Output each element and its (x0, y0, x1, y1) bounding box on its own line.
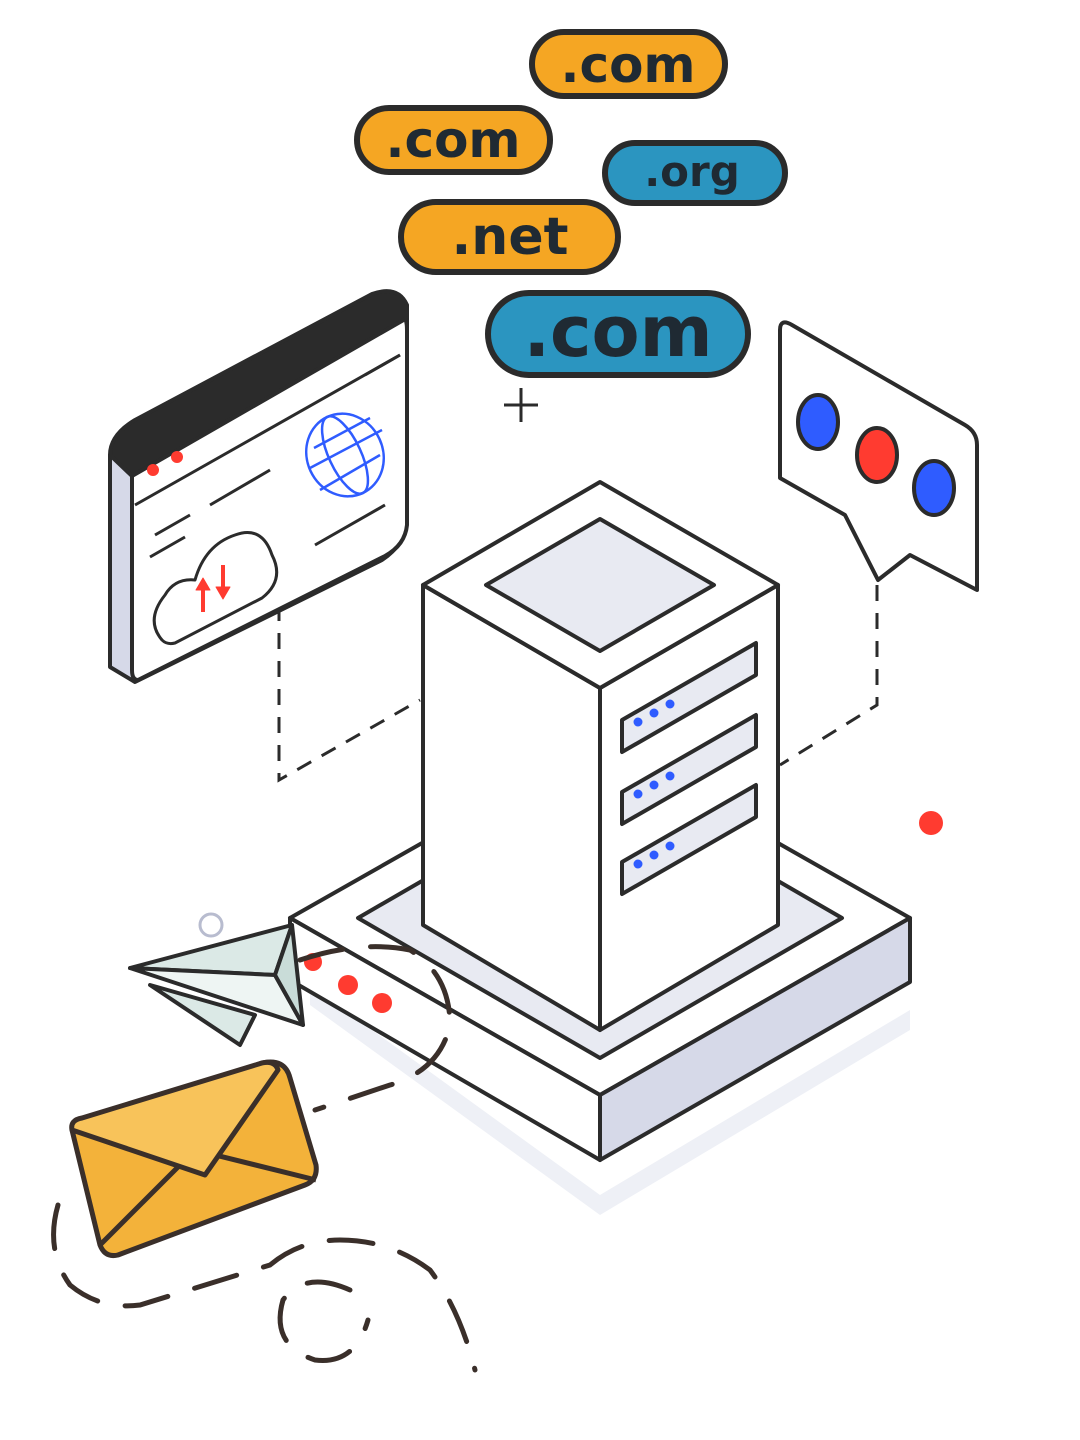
plus-sparkle-icon (504, 388, 538, 422)
server-rack-slot (620, 713, 758, 826)
dashed-connectors (277, 585, 879, 783)
server-rack-slot (620, 641, 758, 754)
chat-bubble-icon (778, 320, 979, 592)
server-icon (421, 480, 780, 1032)
domain-pill-com-3: .com (485, 290, 751, 378)
red-dot (919, 811, 943, 835)
domain-pill-org: .org (602, 140, 788, 206)
globe-icon (305, 412, 385, 498)
domain-pill-label: .org (644, 147, 740, 196)
domain-pill-label: .com (385, 111, 520, 169)
domain-pill-label: .net (452, 207, 569, 267)
paper-plane-icon (128, 912, 305, 1047)
cloud-upload-download-icon (152, 531, 279, 646)
domain-pill-label: .com (560, 36, 695, 94)
dashed-flight-path (51, 944, 478, 1373)
server-rack-slot (620, 783, 758, 896)
domain-pill-com-2: .com (354, 105, 553, 175)
envelope-icon (69, 1059, 319, 1258)
domain-pill-com-1: .com (529, 29, 728, 99)
browser-window-icon (108, 289, 409, 684)
ground-shadow (310, 985, 910, 1215)
domain-pill-label: .com (523, 291, 712, 373)
domain-pill-net: .net (398, 199, 621, 275)
